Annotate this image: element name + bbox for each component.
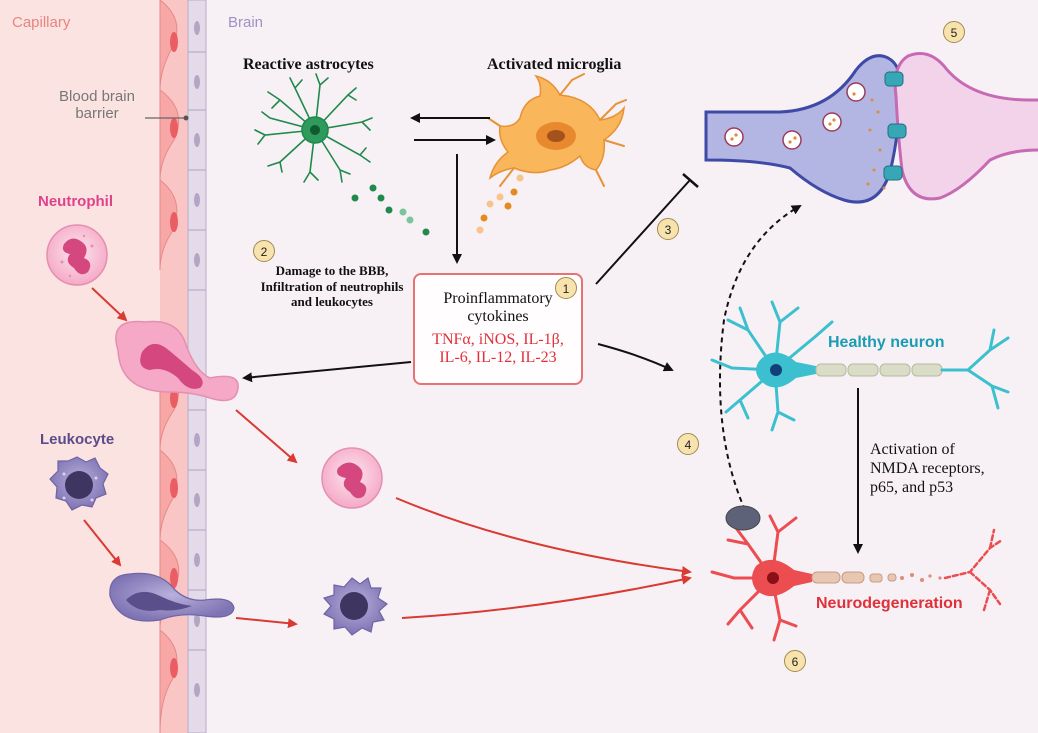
infiltration-arrows	[83, 287, 692, 629]
healthy-neuron-cell	[710, 300, 1010, 432]
damage-label-line2: Infiltration of neutrophils	[260, 278, 404, 294]
step-badge-3: 3	[657, 218, 679, 240]
cytokines-title-line1: Proinflammatory	[443, 290, 553, 307]
reactive-astrocytes-label: Reactive astrocytes	[243, 56, 374, 73]
arrow-cytokines-to-synapse	[595, 179, 691, 285]
step-badge-6: 6	[784, 650, 806, 672]
inhibition-bar	[682, 173, 699, 188]
neurodegeneration-label: Neurodegeneration	[816, 595, 963, 612]
synapse	[704, 52, 1038, 204]
neutrophil-label: Neutrophil	[38, 193, 113, 210]
leukocyte-cell	[49, 456, 109, 511]
arrow-dashed-to-synapse	[719, 205, 802, 511]
microglia-secretion-dots	[476, 174, 524, 234]
damage-label-line1: Damage to the BBB,	[275, 263, 389, 278]
cytokines-list-line1: TNFα, iNOS, IL-1β,	[432, 331, 564, 348]
degenerating-neuron-cell	[710, 505, 1004, 642]
bbb-label-line1: Blood brain	[59, 88, 135, 105]
activation-label-line1: Activation of	[870, 441, 955, 458]
neutrophil-transmigrating	[115, 320, 239, 402]
damage-label: Damage to the BBB, Infiltration of neutr…	[261, 263, 404, 310]
bbb-pointer-dot	[183, 115, 189, 121]
activation-label-line3: p65, and p53	[870, 479, 954, 497]
activated-microglia-label: Activated microglia	[487, 56, 622, 73]
step-badge-2: 2	[253, 240, 275, 262]
cytokines-title-line2: cytokines	[467, 308, 529, 326]
activation-label: Activation of NMDA receptors, p65, and p…	[870, 440, 985, 498]
activation-label-line2: NMDA receptors,	[870, 460, 985, 478]
step-badge-1: 1	[555, 277, 577, 299]
cytokines-title: Proinflammatory cytokines	[443, 290, 552, 327]
cytokines-box	[413, 273, 583, 385]
neutrophil-infiltrated	[321, 447, 383, 509]
cytokines-list: TNFα, iNOS, IL-1β, IL-6, IL-12, IL-23	[432, 331, 564, 368]
step-badge-4: 4	[677, 433, 699, 455]
reactive-astrocyte-cell	[254, 73, 373, 183]
region-label-capillary: Capillary	[12, 14, 71, 31]
neutrophil-cell	[46, 224, 108, 286]
region-label-brain: Brain	[228, 14, 264, 31]
step-badge-5: 5	[943, 21, 965, 43]
cytokines-list-line2: IL-6, IL-12, IL-23	[439, 349, 557, 367]
leukocyte-transmigrating	[109, 572, 235, 622]
damage-label-line3: and leukocytes	[291, 294, 373, 310]
leukocyte-infiltrated	[322, 577, 388, 636]
activated-microglia-cell	[487, 73, 627, 187]
healthy-neuron-label: Healthy neuron	[828, 334, 945, 351]
bbb-label-line2: barrier	[75, 105, 119, 123]
arrow-cytokines-to-neuron	[597, 343, 674, 372]
bbb-label: Blood brain barrier	[59, 88, 135, 123]
arrow-cytokines-to-bbb	[242, 361, 412, 383]
astrocyte-secretion-dots	[351, 184, 430, 236]
leukocyte-label: Leukocyte	[40, 431, 115, 448]
